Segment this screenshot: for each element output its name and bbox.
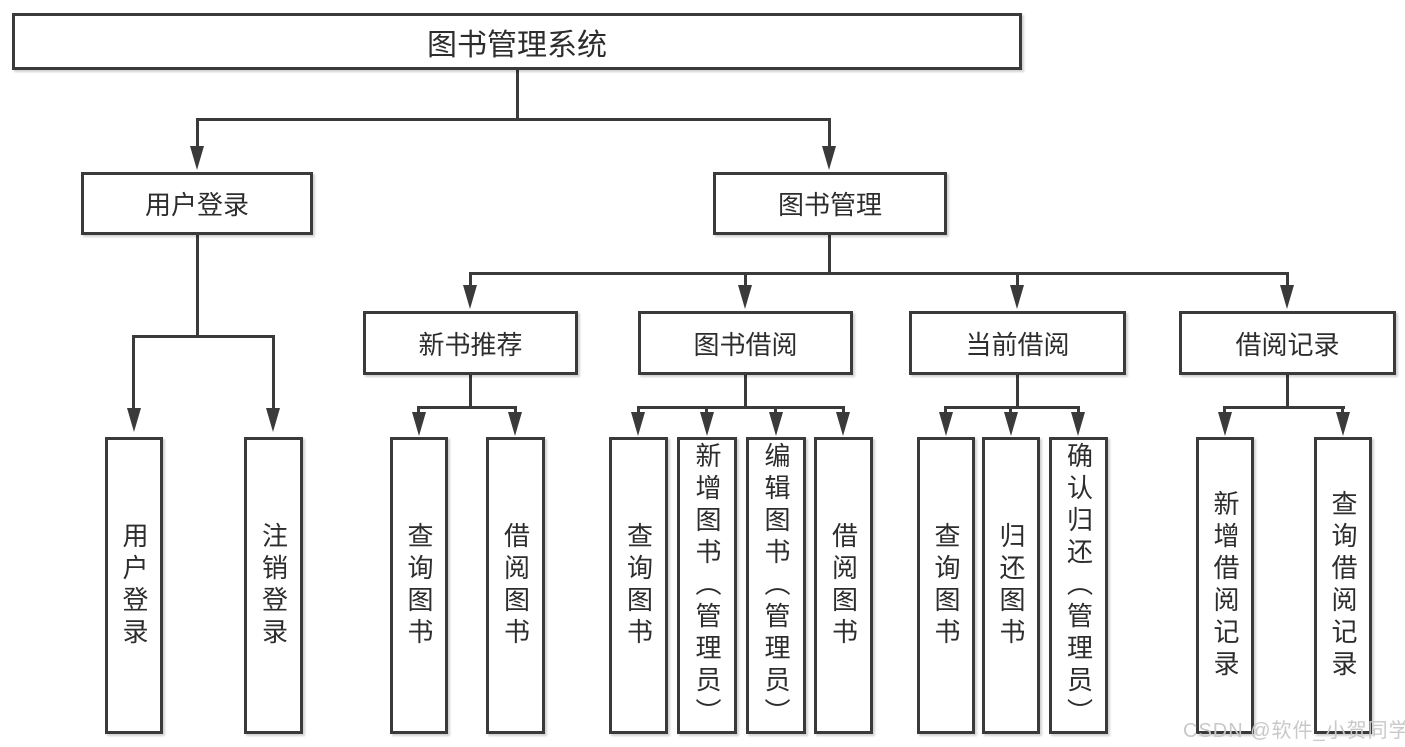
leaf-logout: 注销登录 xyxy=(244,437,303,734)
node-current-borrowing: 当前借阅 xyxy=(909,311,1126,375)
connector-vline xyxy=(272,335,275,410)
arrowhead-down-icon xyxy=(1218,412,1232,436)
leaf-edit-books-admin-label: 编辑图书（管理员） xyxy=(761,441,791,730)
arrowhead-down-icon xyxy=(700,412,714,436)
arrowhead-down-icon xyxy=(1010,285,1024,309)
connector-vline xyxy=(1009,406,1012,415)
arrowhead-down-icon xyxy=(266,408,280,432)
arrowhead-down-icon xyxy=(127,408,141,432)
node-library-management-system: 图书管理系统 xyxy=(12,13,1022,70)
connector-hline xyxy=(944,406,1080,409)
connector-vline xyxy=(1341,406,1344,415)
leaf-current-query-books-label: 查询图书 xyxy=(931,521,961,650)
leaf-add-books-admin-label: 新增图书（管理员） xyxy=(692,441,722,730)
connector-hline xyxy=(417,406,517,409)
arrowhead-down-icon xyxy=(836,412,850,436)
leaf-return-books: 归还图书 xyxy=(982,437,1040,734)
leaf-add-borrow-record-label: 新增借阅记录 xyxy=(1210,489,1240,682)
arrowhead-down-icon xyxy=(1004,412,1018,436)
connector-vline xyxy=(516,70,519,118)
connector-vline xyxy=(637,406,640,415)
arrowhead-down-icon xyxy=(190,146,204,170)
arrowhead-down-icon xyxy=(412,412,426,436)
arrowhead-down-icon xyxy=(631,412,645,436)
leaf-logout-label: 注销登录 xyxy=(258,521,289,650)
connector-hline xyxy=(196,118,831,121)
connector-vline xyxy=(828,235,831,275)
leaf-add-borrow-record: 新增借阅记录 xyxy=(1196,437,1254,734)
connector-vline xyxy=(774,406,777,415)
connector-vline xyxy=(744,272,747,286)
connector-vline xyxy=(196,118,199,148)
connector-vline xyxy=(842,406,845,415)
connector-vline xyxy=(1286,375,1289,409)
arrowhead-down-icon xyxy=(822,146,836,170)
node-user-login: 用户登录 xyxy=(81,172,313,235)
connector-vline xyxy=(705,406,708,415)
leaf-query-borrow-record: 查询借阅记录 xyxy=(1314,437,1372,734)
arrowhead-down-icon xyxy=(1071,412,1085,436)
leaf-confirm-return-admin-label: 确认归还（管理员） xyxy=(1063,441,1094,730)
leaf-return-books-label: 归还图书 xyxy=(996,521,1026,650)
connector-vline xyxy=(514,406,517,415)
leaf-newbook-query-books-label: 查询图书 xyxy=(404,521,434,650)
connector-hline xyxy=(132,335,275,338)
connector-vline xyxy=(1077,406,1080,415)
leaf-query-borrow-record-label: 查询借阅记录 xyxy=(1328,489,1358,682)
arrowhead-down-icon xyxy=(1336,412,1350,436)
leaf-borrow-books-label: 借阅图书 xyxy=(828,521,859,650)
arrowhead-down-icon xyxy=(1280,285,1294,309)
arrowhead-down-icon xyxy=(939,412,953,436)
leaf-add-books-admin: 新增图书（管理员） xyxy=(677,437,737,734)
connector-vline xyxy=(1016,272,1019,286)
node-book-management: 图书管理 xyxy=(713,172,947,235)
leaf-edit-books-admin: 编辑图书（管理员） xyxy=(746,437,806,734)
arrowhead-down-icon xyxy=(508,412,522,436)
leaf-newbook-borrow-books-label: 借阅图书 xyxy=(500,521,531,650)
connector-vline xyxy=(196,235,199,337)
connector-vline xyxy=(132,335,135,410)
leaf-user-login-label: 用户登录 xyxy=(119,521,149,650)
leaf-user-login: 用户登录 xyxy=(105,437,163,734)
node-new-book-recommendation: 新书推荐 xyxy=(363,311,578,375)
connector-vline xyxy=(1286,272,1289,286)
connector-vline xyxy=(469,272,472,286)
connector-hline xyxy=(1223,406,1345,409)
connector-vline xyxy=(744,375,747,409)
connector-vline xyxy=(469,375,472,409)
node-book-borrowing: 图书借阅 xyxy=(638,311,853,375)
leaf-confirm-return-admin: 确认归还（管理员） xyxy=(1049,437,1108,734)
leaf-newbook-query-books: 查询图书 xyxy=(390,437,448,734)
leaf-borrow-books: 借阅图书 xyxy=(814,437,873,734)
connector-vline xyxy=(828,118,831,148)
arrowhead-down-icon xyxy=(463,285,477,309)
csdn-watermark: CSDN @软件_小贺同学 xyxy=(1183,720,1405,742)
leaf-newbook-borrow-books: 借阅图书 xyxy=(486,437,545,734)
arrowhead-down-icon xyxy=(738,285,752,309)
connector-hline xyxy=(469,272,1289,275)
arrowhead-down-icon xyxy=(769,412,783,436)
connector-vline xyxy=(1223,406,1226,415)
leaf-borrow-query-books: 查询图书 xyxy=(609,437,668,734)
leaf-current-query-books: 查询图书 xyxy=(917,437,975,734)
connector-vline xyxy=(1016,375,1019,409)
connector-vline xyxy=(417,406,420,415)
connector-vline xyxy=(944,406,947,415)
node-borrowing-records: 借阅记录 xyxy=(1179,311,1396,375)
leaf-borrow-query-books-label: 查询图书 xyxy=(623,521,654,650)
connector-hline xyxy=(637,406,845,409)
